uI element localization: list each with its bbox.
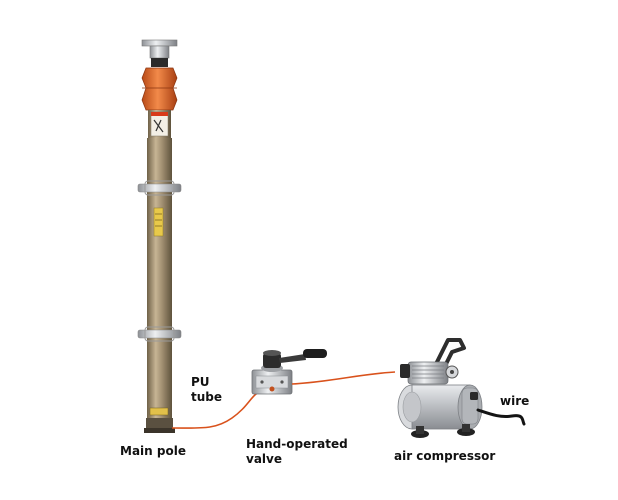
compressor-switch	[470, 392, 478, 400]
label-pu-tube-line1: PU	[191, 375, 210, 389]
label-pu-tube-line2: tube	[191, 390, 223, 404]
pole-clamp-upper	[137, 180, 182, 196]
compressor-head	[407, 361, 449, 385]
label-air-compressor-text: air compressor	[394, 449, 496, 463]
label-valve-line1: Hand-operated	[246, 437, 348, 451]
label-wire: wire	[500, 394, 529, 409]
pu-tube-valve-to-compressor	[291, 371, 396, 385]
pole-yellow-label	[153, 207, 164, 237]
pole-upper-ring	[151, 58, 168, 67]
hand-operated-valve	[251, 349, 327, 395]
label-pu-tube: PU tube	[191, 375, 222, 405]
valve-knob	[263, 353, 281, 368]
power-wire	[476, 408, 526, 426]
compressor-handle	[430, 338, 466, 375]
pole-top-plate	[141, 39, 178, 47]
label-main-pole: Main pole	[120, 444, 186, 459]
valve-handle	[279, 354, 306, 363]
pole-orange-collar	[141, 67, 178, 111]
label-main-pole-text: Main pole	[120, 444, 186, 458]
label-valve-line2: valve	[246, 452, 282, 466]
valve-port	[269, 386, 275, 392]
pole-base	[146, 418, 173, 430]
label-hand-operated-valve: Hand-operated valve	[246, 437, 348, 467]
label-wire-text: wire	[500, 394, 530, 408]
label-air-compressor: air compressor	[394, 449, 495, 464]
pole-top-neck	[149, 45, 170, 59]
pole-clamp-lower	[137, 326, 182, 342]
main-pole	[137, 39, 182, 433]
air-compressor	[397, 338, 483, 438]
pu-tube-pole-to-valve	[171, 389, 263, 429]
pole-bottom-sticker	[149, 407, 169, 416]
